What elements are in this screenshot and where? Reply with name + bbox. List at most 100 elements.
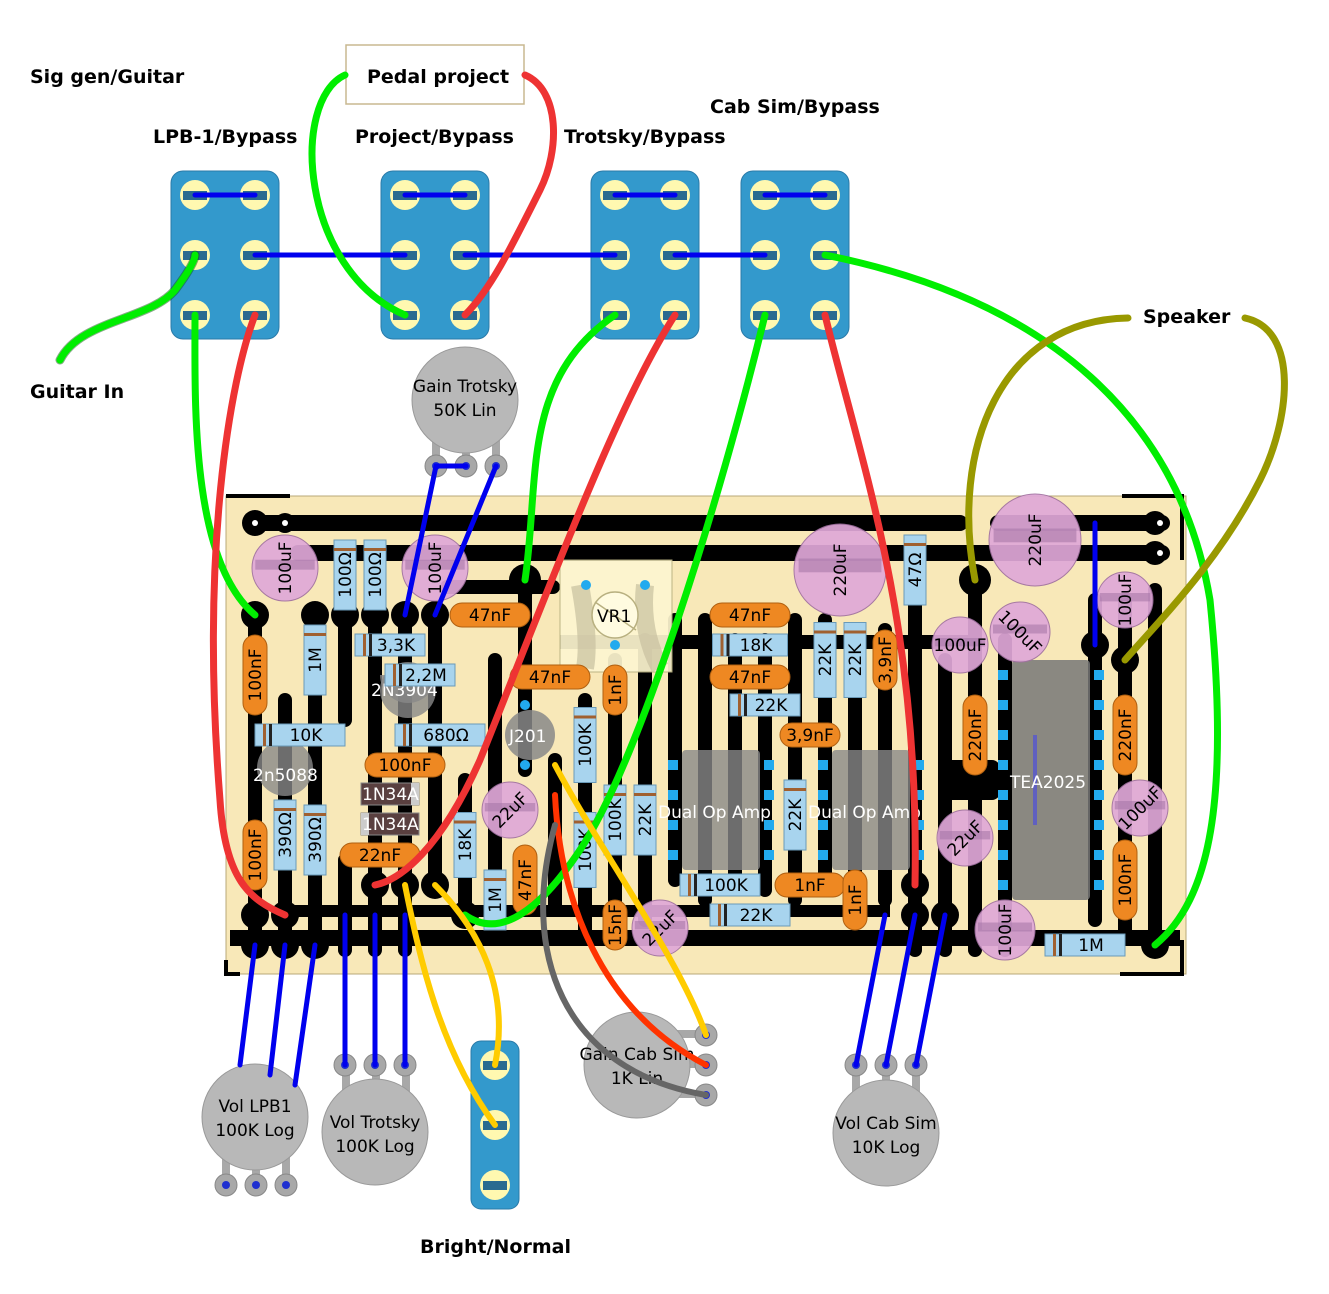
cap-label: 220uF — [1026, 513, 1046, 566]
cap-label: 15nF — [606, 904, 626, 946]
transistor-2n5088: 2n5088 — [253, 740, 318, 796]
resistor-label: 100Ω — [366, 552, 386, 597]
film-caps: 47nF 47nF 47nF 47nF 3,9nF 100nF 22nF 1nF 100nF 1n… — [242, 602, 1138, 951]
resistor: 100Ω — [363, 539, 387, 611]
cap-label: 1nF — [606, 674, 626, 705]
resistor-label: 3,3K — [377, 636, 416, 656]
cap-label: 220nF — [966, 708, 986, 761]
resistor-label: 22K — [846, 643, 866, 677]
resistor: 1M — [1044, 933, 1126, 957]
resistor: 390Ω — [303, 804, 327, 876]
resistor-label: 18K — [740, 636, 774, 656]
project-bypass-label: Project/Bypass — [355, 126, 514, 148]
cap-label: 100uF — [276, 541, 296, 594]
film-cap: 47nF — [449, 602, 531, 628]
svg-text:J201: J201 — [508, 727, 546, 747]
resistor: 22K — [709, 903, 791, 927]
svg-text:2n5088: 2n5088 — [253, 766, 318, 786]
cap-label: 47nF — [516, 859, 536, 901]
cap-label: 3,9nF — [876, 636, 896, 684]
cap-label: 47nF — [529, 668, 571, 688]
resistor-label: 390Ω — [306, 817, 326, 862]
wire-trotsky-in — [521, 311, 619, 584]
film-cap: 1nF — [602, 664, 628, 716]
svg-text:Vol LPB1: Vol LPB1 — [218, 1097, 291, 1117]
film-cap: 100nF — [1112, 839, 1138, 921]
electrolytic-cap: 100uF — [251, 534, 319, 602]
resistor: 22K — [633, 784, 657, 856]
resistor-label: 2,2M — [405, 666, 447, 686]
svg-text:Gain Cab Sim: Gain Cab Sim — [579, 1045, 694, 1065]
electrolytic-cap: 22uF — [936, 809, 994, 867]
guitar-in-label: Guitar In — [30, 381, 124, 403]
wire-cabsim-gain-3 — [540, 822, 709, 1098]
cap-label: 100nF — [246, 648, 266, 701]
svg-text:1K Lin: 1K Lin — [611, 1069, 663, 1089]
wire-gain-trotsky-1 — [402, 463, 469, 618]
pot-vol-lpb1[interactable]: Vol LPB1 100K Log — [201, 1063, 309, 1197]
electrolytic-cap: 220uF — [988, 493, 1082, 587]
svg-text:Vol Trotsky: Vol Trotsky — [330, 1113, 421, 1133]
cap-label: 100uF — [996, 903, 1016, 956]
svg-text:Gain Trotsky: Gain Trotsky — [413, 377, 517, 397]
resistor: 1M — [483, 869, 507, 931]
electrolytic-cap: 100uF — [974, 899, 1036, 961]
resistor: 1M — [303, 624, 327, 696]
wire-gain-trotsky-2 — [432, 463, 499, 618]
resistor: 22K — [813, 622, 837, 698]
svg-text:1N34A: 1N34A — [362, 785, 419, 805]
film-cap: 100nF — [242, 819, 268, 891]
cap-label: 1nF — [846, 884, 866, 915]
sig-gen-label: Sig gen/Guitar — [30, 66, 185, 88]
cap-label: 100uF — [933, 636, 986, 656]
wire-trotsky-return — [371, 311, 679, 889]
vr1-label: VR1 — [597, 607, 631, 627]
cap-label: 100nF — [1116, 853, 1136, 906]
bright-normal-label: Bright/Normal — [420, 1236, 571, 1258]
resistor-label: 1M — [306, 647, 326, 672]
resistor-label: 1M — [1078, 936, 1103, 956]
resistor-label: 100K — [606, 797, 626, 841]
wire-cabsim-gain-1 — [552, 762, 709, 1038]
svg-text:10K Log: 10K Log — [852, 1138, 921, 1158]
film-cap: 3,9nF — [872, 629, 898, 691]
pot-vol-cabsim[interactable]: Vol Cab Sim 10K Log — [832, 1053, 940, 1187]
film-cap: 47nF — [709, 602, 791, 628]
pot-vol-trotsky[interactable]: Vol Trotsky 100K Log — [321, 1053, 429, 1186]
resistor: 680Ω — [394, 723, 486, 747]
cabsim-bypass-label: Cab Sim/Bypass — [710, 96, 880, 118]
wire-bright-1 — [402, 882, 498, 1128]
resistor-label: 22K — [816, 643, 836, 677]
cap-label: 47nF — [469, 606, 511, 626]
resistor: 18K — [453, 812, 477, 878]
wires — [55, 71, 1288, 1128]
pedal-project-label: Pedal project — [367, 66, 509, 88]
resistor-label: 100K — [576, 722, 596, 766]
film-cap: 15nF — [602, 899, 628, 951]
resistor: 3,3K — [354, 633, 426, 657]
film-cap: 1nF — [842, 869, 868, 931]
resistor: 22K — [783, 779, 807, 851]
resistor: 2,2M — [384, 663, 456, 687]
wire-cabsim-gain-2 — [552, 792, 709, 1068]
svg-text:100K Log: 100K Log — [335, 1137, 414, 1157]
resistor: 18K — [712, 633, 788, 657]
svg-text:50K Lin: 50K Lin — [433, 401, 496, 421]
cap-label: 220nF — [1116, 708, 1136, 761]
cap-label: 1nF — [794, 876, 825, 896]
trimmer-vr1[interactable]: VR1 — [559, 559, 673, 673]
film-cap: 47nF — [512, 844, 538, 916]
resistor: 390Ω — [273, 799, 297, 871]
film-cap: 22nF — [339, 842, 421, 868]
svg-text:100K Log: 100K Log — [215, 1121, 294, 1141]
cap-label: 100uF — [426, 541, 446, 594]
resistor-label: 22K — [740, 906, 774, 926]
film-cap: 47nF — [509, 664, 591, 690]
wire-speaker-2 — [1121, 314, 1288, 664]
cap-label: 22nF — [359, 846, 401, 866]
resistor: 22K — [729, 693, 801, 717]
electrolytic-cap: 100uF — [931, 616, 989, 674]
pot-gain-trotsky[interactable]: Gain Trotsky 50K Lin — [411, 346, 519, 478]
